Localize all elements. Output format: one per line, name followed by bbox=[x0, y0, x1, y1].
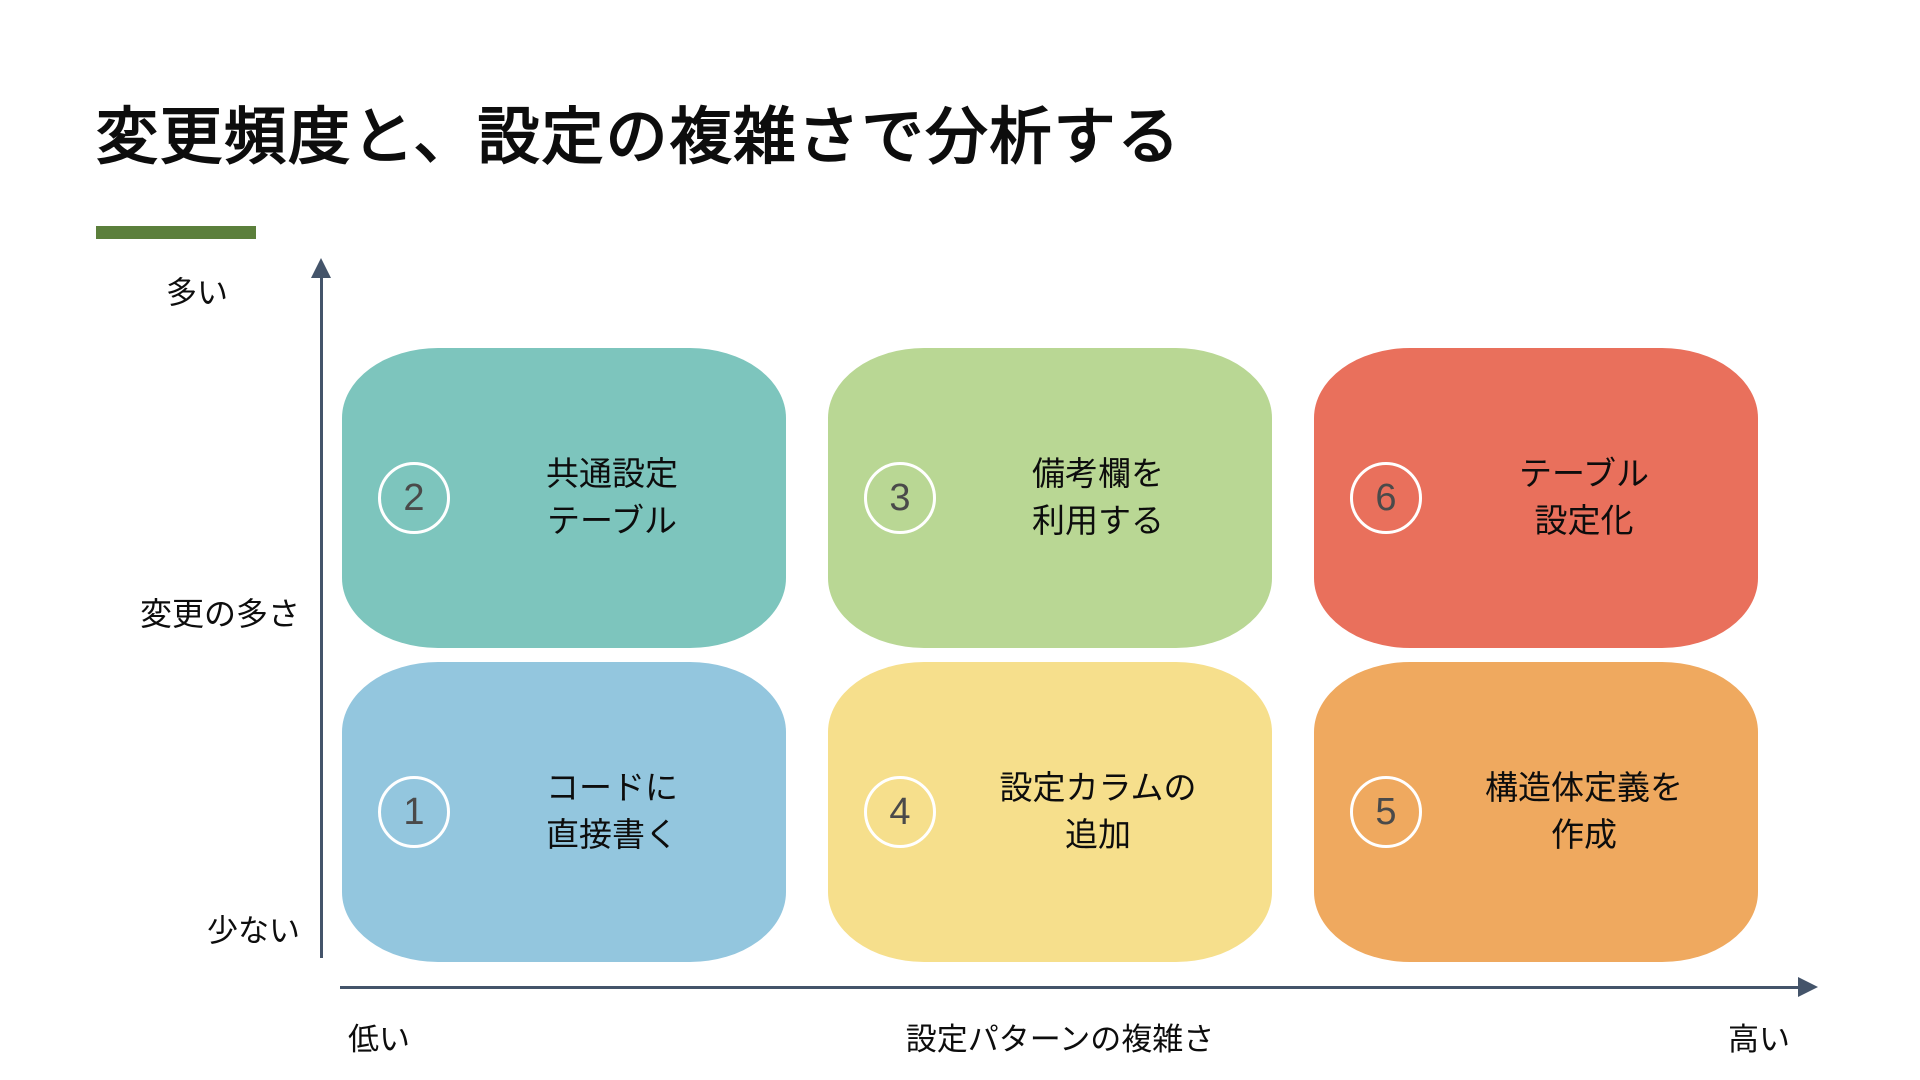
y-axis-tick-high: 多い bbox=[166, 275, 228, 311]
quadrant-card-2[interactable]: 2 共通設定 テーブル bbox=[342, 348, 786, 648]
card-label: 設定カラムの 追加 bbox=[999, 769, 1197, 853]
x-axis-arrow-icon bbox=[1798, 977, 1818, 997]
y-axis-tick-low: 少ない bbox=[207, 913, 300, 949]
x-axis-line bbox=[340, 986, 1800, 989]
quadrant-card-4[interactable]: 4 設定カラムの 追加 bbox=[828, 662, 1272, 962]
card-label: 備考欄を 利用する bbox=[1032, 455, 1164, 539]
card-label: 構造体定義を 作成 bbox=[1485, 769, 1683, 853]
card-number-badge: 6 bbox=[1350, 462, 1422, 534]
x-axis-tick-high: 高い bbox=[1728, 1022, 1790, 1057]
title-accent-rule bbox=[96, 226, 256, 239]
y-axis-line bbox=[320, 268, 323, 958]
quadrant-card-5[interactable]: 5 構造体定義を 作成 bbox=[1314, 662, 1758, 962]
card-number-badge: 1 bbox=[378, 776, 450, 848]
card-label: コードに 直接書く bbox=[546, 769, 678, 853]
y-axis-title: 変更の多さ bbox=[139, 596, 300, 632]
card-label: 共通設定 テーブル bbox=[546, 455, 678, 539]
page-title: 変更頻度と、設定の複雑さで分析する bbox=[96, 103, 1182, 172]
quadrant-card-6[interactable]: 6 テーブル 設定化 bbox=[1314, 348, 1758, 648]
quadrant-card-3[interactable]: 3 備考欄を 利用する bbox=[828, 348, 1272, 648]
y-axis-arrow-icon bbox=[311, 258, 331, 278]
x-axis-tick-low: 低い bbox=[348, 1022, 410, 1057]
card-number-badge: 2 bbox=[378, 462, 450, 534]
card-number-badge: 5 bbox=[1350, 776, 1422, 848]
card-number-badge: 4 bbox=[864, 776, 936, 848]
card-label: テーブル 設定化 bbox=[1518, 455, 1650, 539]
card-number-badge: 3 bbox=[864, 462, 936, 534]
quadrant-card-1[interactable]: 1 コードに 直接書く bbox=[342, 662, 786, 962]
x-axis-title: 設定パターンの複雑さ bbox=[905, 1022, 1215, 1057]
